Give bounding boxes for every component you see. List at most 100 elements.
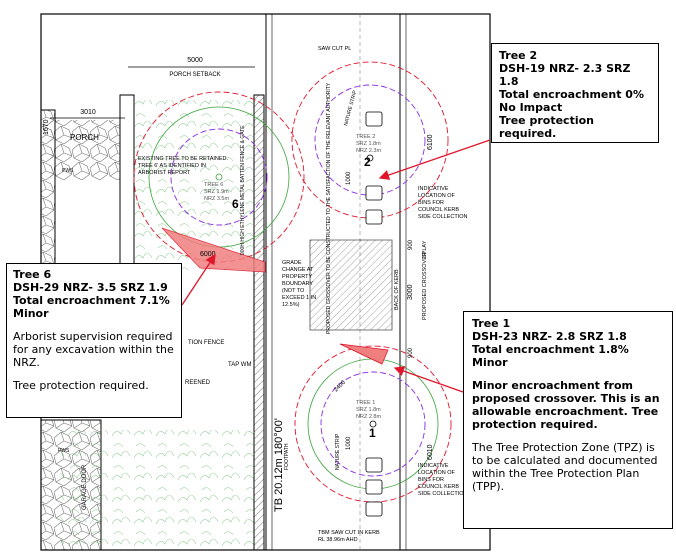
dim-1000-a: 1000 (346, 171, 352, 185)
svg-text:RL 38.96m AHD: RL 38.96m AHD (318, 537, 358, 543)
svg-text:NRZ 2.8m: NRZ 2.8m (356, 414, 381, 420)
dim-900-a: 900 (408, 239, 414, 250)
boundary-fence (253, 94, 265, 551)
porch-setback-label: PORCH SETBACK (169, 72, 220, 78)
garage-door-label: GARAGE DOOR (82, 464, 88, 510)
svg-text:BOUNDARY: BOUNDARY (282, 281, 313, 287)
tree6-arrow (181, 253, 216, 306)
garden-bed-lower (60, 430, 254, 550)
svg-text:BINS FOR: BINS FOR (418, 200, 444, 206)
svg-text:COUNCIL KERB: COUNCIL KERB (418, 484, 459, 490)
svg-text:(NOT TO: (NOT TO (282, 288, 305, 294)
tree1-arrow (393, 366, 464, 393)
tree2-callout: Tree 2 DSH-19 NRZ- 2.3 SRZ 1.8 Total enc… (491, 43, 659, 143)
svg-text:TREE 2: TREE 2 (356, 134, 375, 140)
tree1-srz-circle (320, 371, 426, 477)
svg-text:SRZ 1.8m: SRZ 1.8m (356, 141, 381, 147)
tree1-number: 1 (369, 426, 376, 440)
existing-tree-note: EXISTING TREE TO BE RETAINED. TREE 6' AS… (138, 156, 229, 176)
tree6-nrz-circle (133, 91, 305, 263)
tree2-zones: DSH-19 NRZ- 2.3 SRZ 1.8 (499, 62, 631, 88)
bins-note: INDICATIVE LOCATION OF BINS FOR COUNCIL … (418, 186, 468, 220)
tree6-srz-circle (170, 128, 268, 226)
tree6-plan-label: TREE 6 SRZ 1.9m NRZ 3.5m (204, 182, 229, 202)
grade-note: GRADE CHANGE AT PROPERTY BOUNDARY (NOT T… (282, 260, 316, 308)
svg-text:NRZ 2.3m: NRZ 2.3m (356, 148, 381, 154)
svg-text:PROPERTY: PROPERTY (282, 274, 312, 280)
tree6-zones: DSH-29 NRZ- 3.5 SRZ 1.9 (13, 281, 168, 294)
tree1-callout: Tree 1 DSH-23 NRZ- 2.8 SRZ 1.8 Total enc… (463, 311, 673, 529)
house-wall (119, 94, 135, 271)
svg-text:ARBORIST REPORT: ARBORIST REPORT (138, 170, 191, 176)
tree1-crossover-note: Minor encroachment from proposed crossov… (472, 379, 660, 431)
footpath-label: FOOTPATH (284, 443, 290, 470)
pws-label-upper: PWS (62, 168, 74, 174)
tree1-impact: Minor (472, 356, 508, 369)
porch-setback-dim: 5000 (187, 57, 203, 64)
crossover (309, 239, 393, 331)
porch-label: PORCH (70, 133, 99, 142)
tree1-encroachment-area (339, 343, 389, 365)
bins-note-lower: INDICATIVE LOCATION OF BINS FOR COUNCIL … (418, 463, 468, 497)
svg-text:12.5%): 12.5%) (282, 302, 300, 308)
tree1-encroachment: Total encroachment 1.8% (472, 343, 629, 356)
porch-area (50, 120, 120, 180)
proposed-crossover-label: PROPOSED CROSSOVER (422, 252, 428, 320)
tree6-title: Tree 6 (13, 268, 52, 281)
svg-text:EXISTING TREE TO BE RETAINED.: EXISTING TREE TO BE RETAINED. (138, 156, 229, 162)
tree2-protection: Tree protection required. (499, 114, 594, 140)
svg-text:BINS FOR: BINS FOR (418, 477, 444, 483)
tree6-protection: Tree protection required. (13, 379, 149, 392)
svg-text:CHANGE AT: CHANGE AT (282, 267, 314, 273)
svg-text:LOCATION OF: LOCATION OF (418, 470, 456, 476)
nature-strip-label-lower: NATURE STRIP (335, 433, 341, 470)
tree6-marker (215, 173, 223, 181)
dim-900-b: 900 (408, 347, 414, 358)
tree2-title: Tree 2 (499, 49, 538, 62)
svg-text:NRZ 3.5m: NRZ 3.5m (204, 196, 229, 202)
tree1-marker (369, 420, 377, 428)
splay-label: SPLAY (422, 240, 428, 258)
tree6-impact: Minor (13, 307, 49, 320)
svg-text:SIDE COLLECTION: SIDE COLLECTION (418, 491, 468, 497)
fence-label: TION FENCE (188, 340, 224, 346)
screened-label: REENED (185, 380, 211, 386)
svg-text:TBM SAW CUT IN KERB: TBM SAW CUT IN KERB (318, 530, 380, 536)
svg-text:SIDE COLLECTION: SIDE COLLECTION (418, 214, 468, 220)
tree6-supervision-note: Arborist supervision required for any ex… (13, 330, 174, 369)
tree6-encroachment-area (161, 227, 266, 273)
dim-6010: 6010 (427, 444, 434, 460)
svg-text:TREE 6' AS IDENTIFIED IN: TREE 6' AS IDENTIFIED IN (138, 163, 206, 169)
tree2-arrow (378, 139, 491, 180)
svg-text:LOCATION OF: LOCATION OF (418, 193, 456, 199)
tree2-marker (366, 154, 374, 162)
svg-text:EXCEED 1 IN: EXCEED 1 IN (282, 295, 316, 301)
tree1-plan-label: TREE 1 SRZ 1.8m NRZ 2.8m (356, 400, 381, 420)
fence-note: 900H HIGH ETHYLENE METAL BATTEN FENCE & … (240, 125, 246, 255)
tree2-impact: No Impact (499, 101, 563, 114)
dim-6100: 6100 (427, 134, 434, 150)
street-label: TB 20.12m 180°00' (273, 418, 285, 512)
pws-label: PWS (58, 448, 70, 454)
dim-1000-b: 1000 (346, 436, 352, 450)
tree1-tpz-note: The Tree Protection Zone (TPZ) is to be … (472, 441, 658, 493)
bins (365, 111, 383, 517)
saw-cut-label: SAW CUT PL (318, 46, 351, 52)
svg-text:INDICATIVE: INDICATIVE (418, 186, 449, 192)
svg-text:SRZ 1.8m: SRZ 1.8m (356, 407, 381, 413)
svg-text:COUNCIL KERB: COUNCIL KERB (418, 207, 459, 213)
porch-width-dim: 3010 (80, 109, 96, 116)
tree2-encroachment: Total encroachment 0% (499, 88, 644, 101)
porch-depth-dim: 1670 (43, 119, 50, 135)
dim-3000: 3000 (407, 284, 414, 300)
tree1-title: Tree 1 (472, 317, 511, 330)
tree2-plan-label: TREE 2 SRZ 1.8m NRZ 2.3m (356, 134, 381, 154)
tap-wm-label: TAP WM (228, 362, 251, 368)
crossover-note: PROPOSED CROSSOVER TO BE CONSTRUCTED TO … (326, 82, 332, 334)
tree2-number: 2 (364, 155, 371, 169)
svg-text:TREE 1: TREE 1 (356, 400, 375, 406)
tree1-zones: DSH-23 NRZ- 2.8 SRZ 1.8 (472, 330, 627, 343)
tbm-note: TBM SAW CUT IN KERB RL 38.96m AHD (318, 530, 380, 543)
tree6-encroachment: Total encroachment 7.1% (13, 294, 170, 307)
